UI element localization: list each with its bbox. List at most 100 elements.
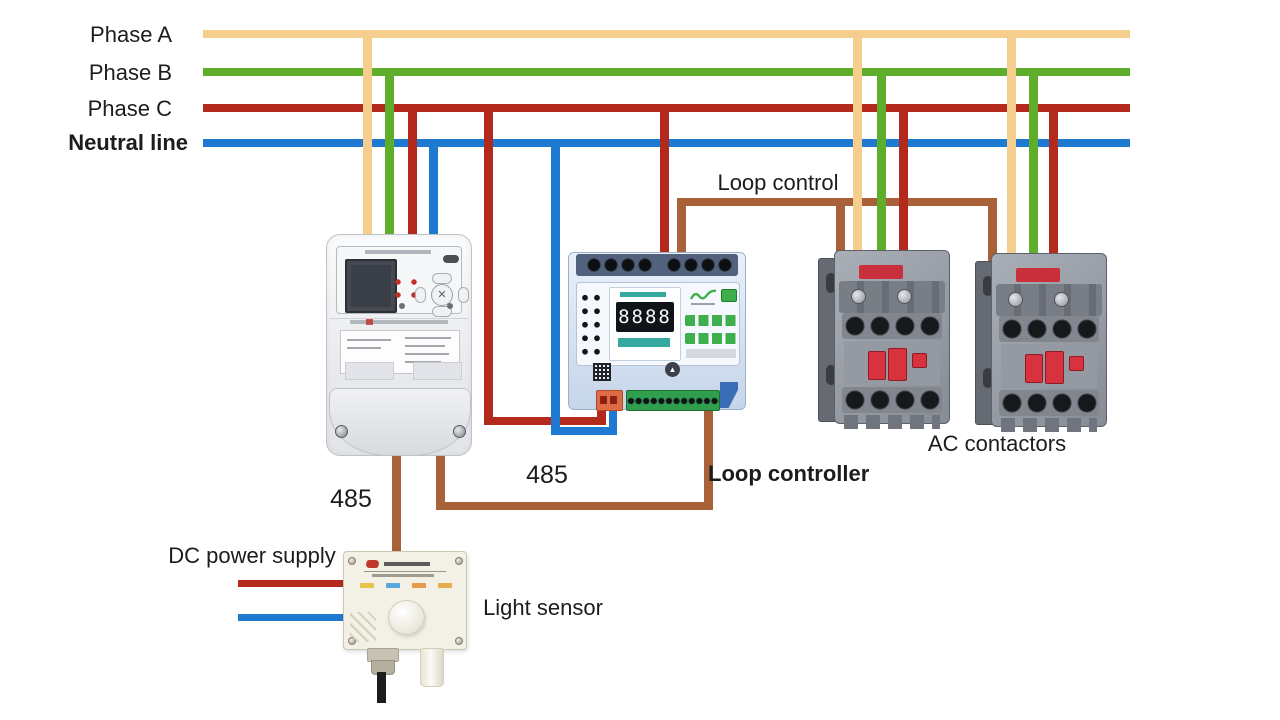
rs485-controller-label: 485 (526, 461, 568, 489)
meter-terminal-slot-left (345, 362, 394, 380)
meter-lcd-screen (345, 259, 397, 313)
contactor-2-feet (1001, 418, 1097, 432)
rs485-blue-wire-run (551, 427, 617, 435)
controller-power-connector (596, 390, 623, 411)
controller-display-footer (618, 338, 670, 347)
rs485-meter-wire-run (436, 502, 713, 510)
contactor-2-red-cap (1016, 268, 1060, 282)
ac-contactor-1 (818, 250, 950, 430)
controller-face-panel: 8888 (576, 282, 740, 366)
loop-controller-label: Loop controller (708, 461, 870, 486)
controller-terminal-group-2 (666, 257, 734, 273)
meter-front-panel: ✕ (336, 246, 469, 317)
meter-nav-center-button: ✕ (431, 284, 453, 306)
controller-status-dots (579, 291, 603, 357)
phase-b-drop-meter (385, 68, 394, 242)
rs485-sensor-label: 485 (330, 485, 372, 513)
phase-b-drop-contactor-1 (877, 68, 886, 265)
sensor-enclosure (343, 551, 467, 650)
controller-display: 8888 (616, 302, 674, 332)
phase-c-drop-contactor-1 (899, 104, 908, 265)
sensor-cable (377, 672, 386, 703)
loop-control-drop-contactor-1 (836, 198, 845, 260)
ac-contactors-label: AC contactors (927, 431, 1067, 456)
contactor-2-terminals-bottom (999, 390, 1099, 416)
loop-controller-device: 8888 ▲ (568, 252, 746, 411)
rs485-red-wire-run (484, 417, 606, 425)
neutral-line-label: Neutral line (68, 130, 188, 155)
meter-ir-port (443, 255, 459, 263)
rs485-meter-wire-rise (704, 408, 713, 510)
sensor-probe-cylinder (420, 648, 444, 687)
meter-model-text (365, 250, 431, 254)
controller-qr-code (593, 363, 611, 381)
rs485-sensor-wire (392, 448, 401, 552)
sensor-subtitle-text (372, 574, 434, 577)
dc-negative-wire (238, 614, 343, 621)
meter-nav-right-button (458, 287, 469, 303)
phase-b-bus-line (203, 68, 1130, 76)
loop-control-label: Loop control (717, 170, 839, 195)
controller-keypad-area (685, 285, 737, 363)
controller-logo-icon (689, 289, 717, 300)
contactor-1-terminals-bottom (842, 387, 942, 413)
smart-meter: ✕ (326, 234, 472, 456)
contactor-1-mid-section (844, 341, 940, 385)
meter-nav-left-button (415, 287, 426, 303)
controller-display-header (620, 292, 666, 297)
phase-c-drop-meter (408, 104, 417, 242)
controller-label-strip (686, 349, 736, 358)
phase-c-drop-controller (660, 104, 669, 256)
contactor-1-body (834, 250, 950, 429)
phase-c-label: Phase C (87, 96, 172, 121)
sensor-spec-chip-3 (412, 583, 426, 588)
rs485-blue-wire-drop (551, 139, 560, 435)
sensor-divider (364, 571, 446, 572)
phase-b-drop-contactor-2 (1029, 68, 1038, 268)
rs485-red-wire-drop (484, 104, 493, 425)
contactor-2-top-block (996, 284, 1102, 316)
sensor-spec-chip-1 (360, 583, 374, 588)
contactor-1-red-cap (859, 265, 903, 279)
meter-cover-screw-left (335, 425, 348, 438)
loop-control-drop-contactor-2 (988, 198, 997, 262)
controller-button-row-1 (685, 315, 737, 326)
light-sensor-device (343, 551, 467, 703)
phase-a-drop-meter (363, 30, 372, 242)
contactor-2-body (991, 253, 1107, 432)
dc-power-supply-label: DC power supply (168, 543, 336, 568)
contactor-1-top-block (839, 281, 945, 313)
sensor-vent-lines (350, 612, 376, 642)
sensor-spec-chip-2 (386, 583, 400, 588)
meter-button-right (447, 303, 453, 309)
meter-nav-down-button (432, 306, 452, 317)
ac-contactor-2 (975, 253, 1107, 433)
light-sensor-label: Light sensor (483, 595, 603, 620)
sensor-brand-logo (364, 560, 381, 568)
sensor-spec-chip-4 (438, 583, 452, 588)
controller-button-row-2 (685, 333, 737, 344)
controller-logo-text (691, 303, 715, 305)
meter-brand-text (350, 320, 448, 324)
phase-c-drop-contactor-2 (1049, 104, 1058, 268)
contactor-1-feet (844, 415, 940, 429)
controller-set-button (721, 289, 737, 302)
contactor-1-terminals-top (842, 313, 942, 339)
loop-control-drop-controller (677, 198, 686, 258)
meter-cover-screw-right (453, 425, 466, 438)
rs485-meter-wire-drop (436, 448, 445, 510)
contactor-2-terminals-top (999, 316, 1099, 342)
controller-display-module: 8888 (609, 287, 681, 361)
phase-a-drop-contactor-1 (853, 30, 862, 265)
controller-terminal-group-1 (586, 257, 654, 273)
phase-a-drop-contactor-2 (1007, 30, 1016, 268)
neutral-drop-meter (429, 139, 438, 242)
sensor-title-text (384, 562, 430, 566)
controller-output-terminal-strip (626, 390, 720, 411)
controller-top-terminals (576, 254, 738, 276)
meter-nav-pad: ✕ (415, 273, 469, 317)
phase-b-label: Phase B (88, 60, 172, 85)
meter-brand-logo (366, 319, 373, 325)
meter-button-left (399, 303, 405, 309)
